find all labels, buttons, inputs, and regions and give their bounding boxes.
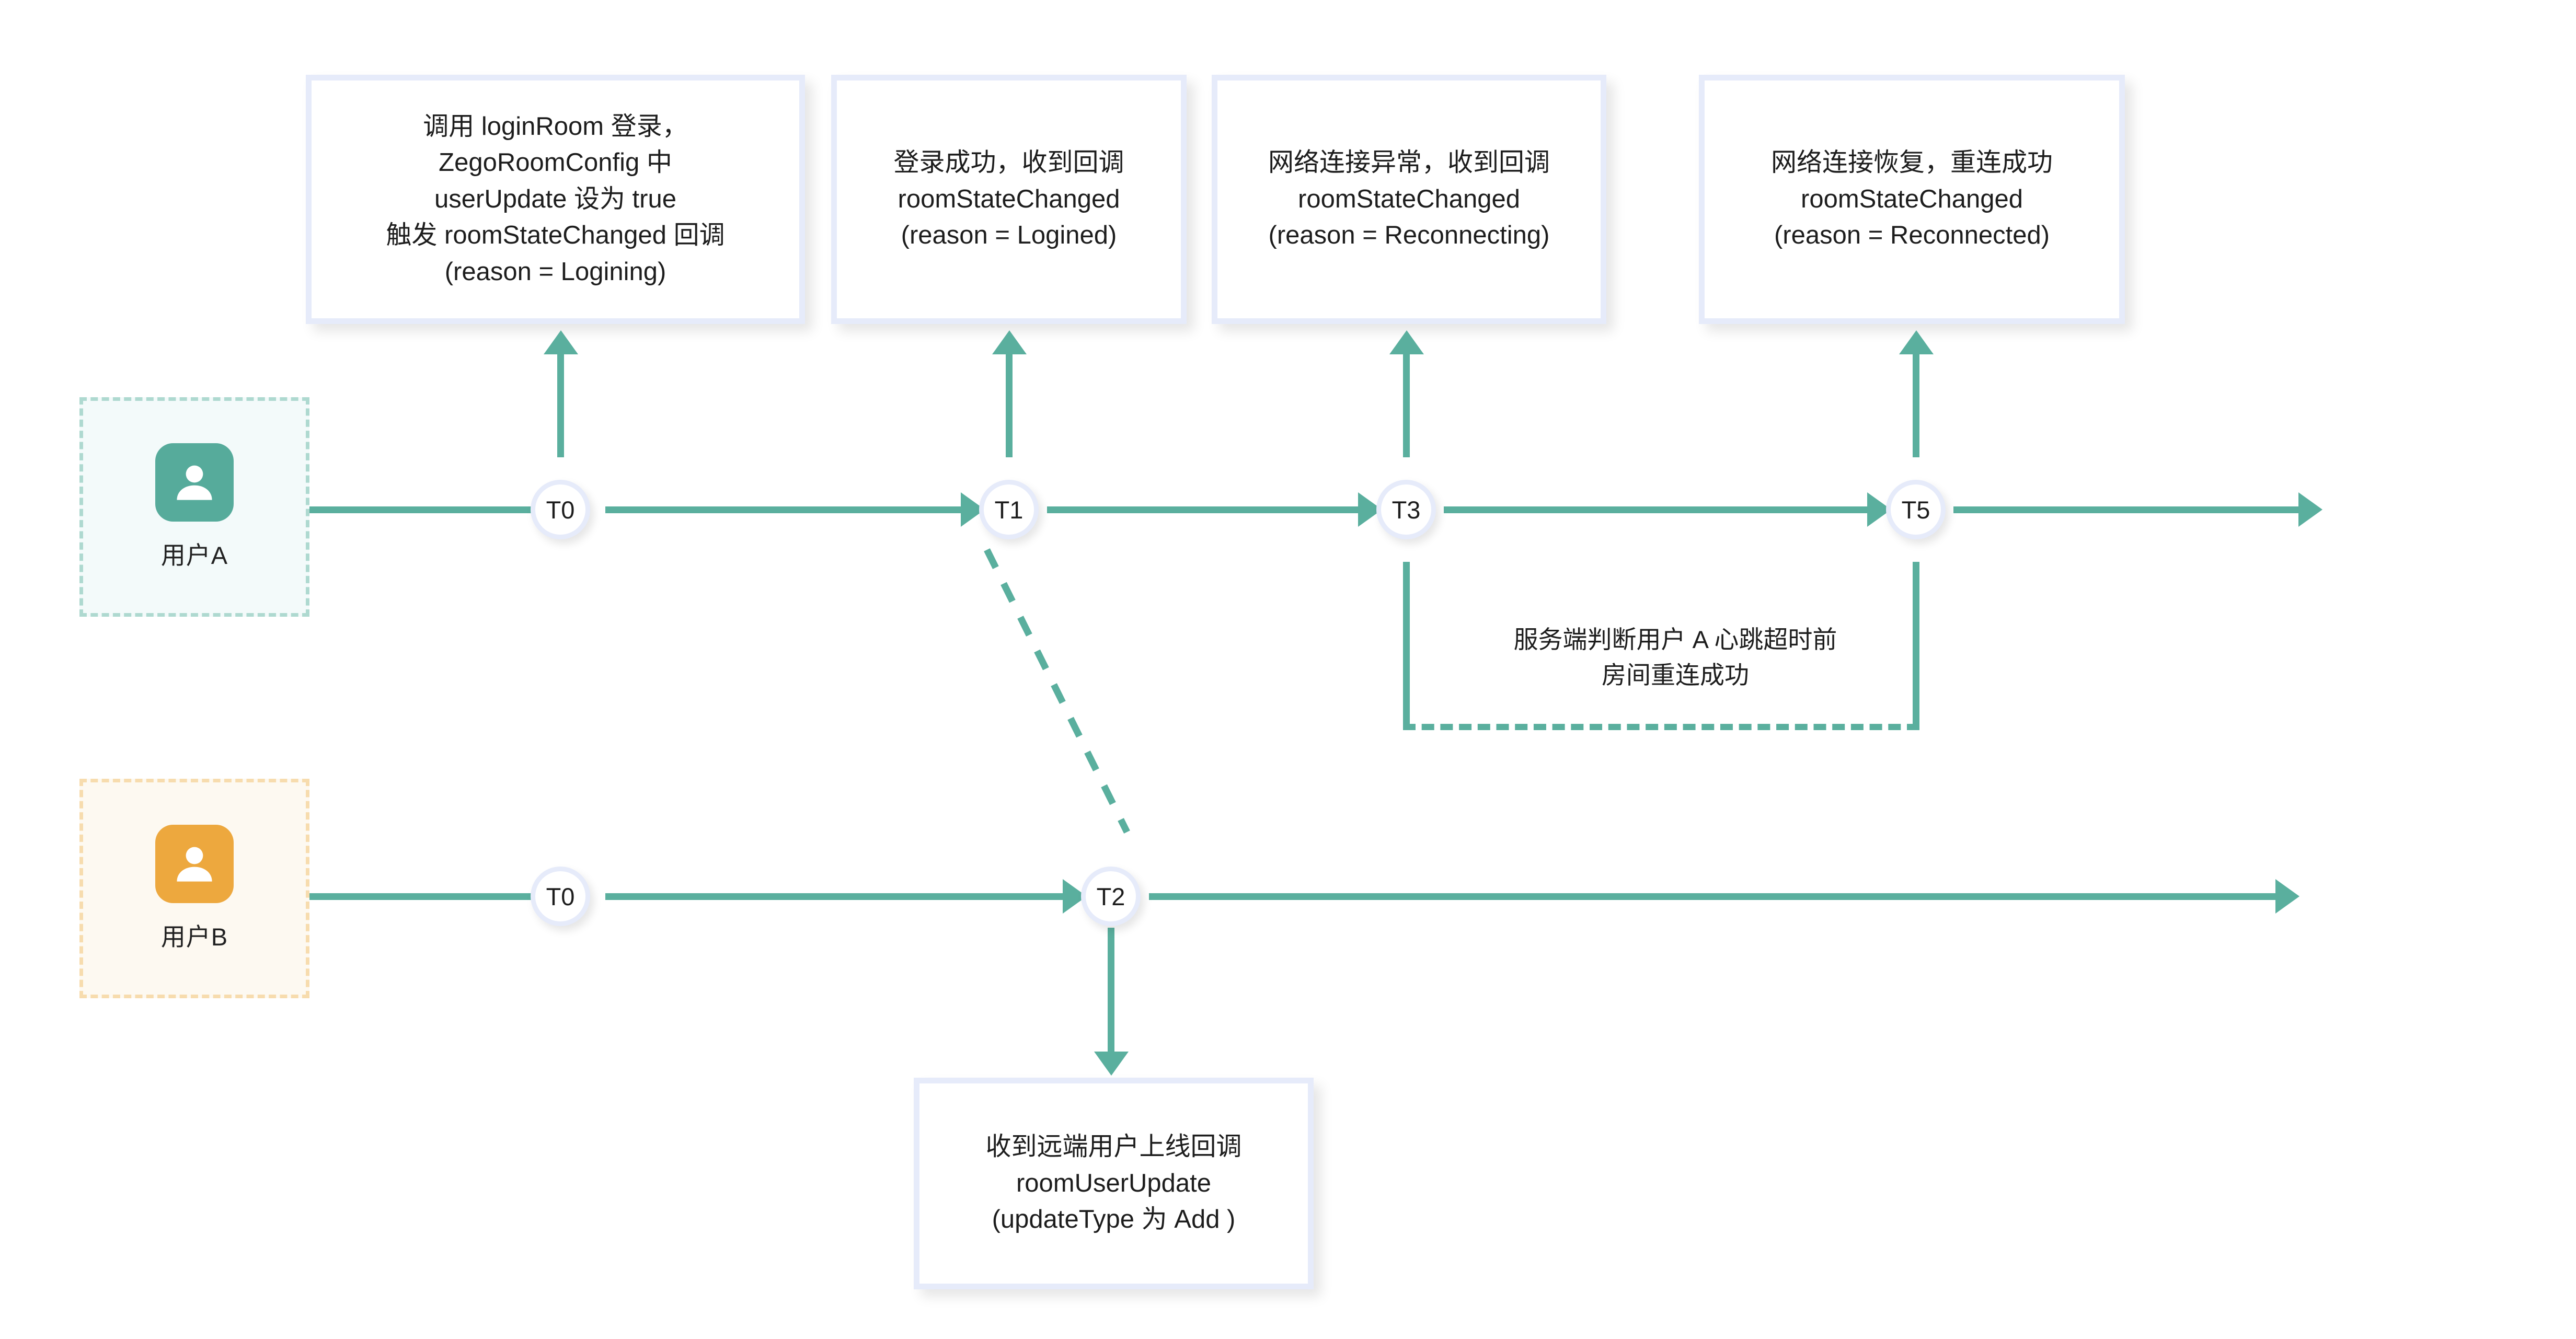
connector-arrow-note-logined — [992, 330, 1027, 354]
timeline-b-segment-start — [309, 893, 545, 900]
bracket-left-leg — [1403, 562, 1410, 724]
callout-note-logined: 登录成功，收到回调 roomStateChanged (reason = Log… — [831, 75, 1187, 324]
timeline-a-segment-t3-t5 — [1444, 506, 1867, 513]
actor-label-user-a: 用户A — [160, 541, 228, 569]
timeline-b-node-t2[interactable]: T2 — [1081, 867, 1141, 926]
bracket-annotation-text: 服务端判断用户 A 心跳超时前 房间重连成功 — [1513, 626, 1837, 689]
connector-line-note-logining — [557, 345, 564, 457]
callout-note-room-user-update-text: 收到远端用户上线回调 roomUserUpdate (updateType 为 … — [985, 1133, 1242, 1234]
callout-note-logining-text: 调用 loginRoom 登录， ZegoRoomConfig 中 userUp… — [386, 112, 725, 286]
timeline-a-segment-start — [309, 506, 545, 513]
actor-box-user-a: 用户A — [79, 397, 309, 617]
timeline-b-segment-end — [1149, 893, 2275, 900]
timeline-a-segment-t0-t1 — [605, 506, 961, 513]
callout-note-logining: 调用 loginRoom 登录， ZegoRoomConfig 中 userUp… — [306, 75, 805, 324]
bracket-right-leg — [1913, 562, 1919, 724]
actor-box-user-b: 用户B — [79, 779, 309, 998]
connector-line-note-reconnected — [1913, 345, 1919, 457]
callout-note-logined-text: 登录成功，收到回调 roomStateChanged (reason = Log… — [893, 148, 1124, 250]
dashed-connector-t1-t2 — [984, 548, 1130, 834]
user-icon — [155, 824, 234, 903]
callout-note-reconnected-text: 网络连接恢复，重连成功 roomStateChanged (reason = R… — [1770, 148, 2053, 250]
timeline-a-segment-end — [1953, 506, 2298, 513]
timeline-a-node-t1[interactable]: T1 — [979, 480, 1039, 539]
timeline-a-arrow-end — [2298, 492, 2322, 527]
callout-note-reconnecting: 网络连接异常，收到回调 roomStateChanged (reason = R… — [1212, 75, 1606, 324]
timeline-b-arrow-end — [2275, 879, 2299, 914]
timeline-a-node-t5[interactable]: T5 — [1886, 480, 1946, 539]
connector-arrow-note-reconnecting — [1389, 330, 1424, 354]
connector-arrow-note-reconnected — [1899, 330, 1934, 354]
callout-note-reconnecting-text: 网络连接异常，收到回调 roomStateChanged (reason = R… — [1268, 148, 1550, 250]
timeline-a-node-t0[interactable]: T0 — [531, 480, 590, 539]
user-icon — [155, 443, 234, 522]
actor-label-user-b: 用户B — [160, 922, 228, 951]
connector-arrow-note-room-user-update — [1094, 1052, 1129, 1076]
connector-line-note-reconnecting — [1403, 345, 1410, 457]
connector-line-note-logined — [1006, 345, 1013, 457]
connector-arrow-note-logining — [544, 330, 578, 354]
timeline-b-node-t0[interactable]: T0 — [531, 867, 590, 926]
timeline-b-segment-t0-t2 — [605, 893, 1063, 900]
connector-line-note-room-user-update — [1108, 928, 1114, 1056]
timeline-a-segment-t1-t3 — [1047, 506, 1358, 513]
callout-note-room-user-update: 收到远端用户上线回调 roomUserUpdate (updateType 为 … — [914, 1078, 1314, 1289]
callout-note-reconnected: 网络连接恢复，重连成功 roomStateChanged (reason = R… — [1699, 75, 2125, 324]
timeline-a-node-t3[interactable]: T3 — [1376, 480, 1436, 539]
bracket-dashed-base — [1403, 724, 1919, 730]
